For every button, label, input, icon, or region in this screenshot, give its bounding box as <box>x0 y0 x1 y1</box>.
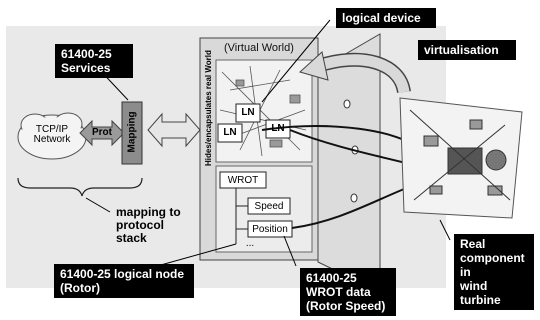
speed-box <box>247 197 291 215</box>
virtualisation-arrowhead <box>298 51 329 81</box>
ln-label-3: LN <box>271 123 285 134</box>
speed-label: Speed <box>254 201 284 212</box>
turbine-detail <box>409 109 511 201</box>
wrot-box <box>219 171 267 189</box>
wrot-tree-lines <box>235 188 248 244</box>
virtual-world-picture <box>215 59 313 163</box>
ln-box-1 <box>235 103 261 123</box>
ln-label-1: LN <box>241 107 255 118</box>
virtualisation-arrow-fill <box>316 54 410 94</box>
logical-node-label: 61400-25 logical node (Rotor) <box>54 264 194 298</box>
logical-device-label: logical device <box>336 8 436 28</box>
ln-label-2: LN <box>223 127 237 138</box>
services-label: 61400-25 Services <box>55 44 133 78</box>
ln-box-2 <box>217 123 243 143</box>
wall-hole-3 <box>350 193 358 203</box>
mapping-stack-label: mapping to protocol stack <box>116 205 181 245</box>
mapping-box <box>121 101 143 165</box>
prot-label: Prot <box>92 127 112 138</box>
virtual-world-label: (Virtual World) <box>224 42 294 54</box>
wrot-data-label: 61400-25 WROT data (Rotor Speed) <box>300 268 396 316</box>
position-label: Position <box>252 224 288 235</box>
wrot-label: WROT <box>227 175 259 186</box>
tcpip-network-label: TCP/IP Network <box>33 124 71 145</box>
ellipsis-label: ... <box>245 238 255 249</box>
hides-encapsulates-label: Hides/encapsulates real World <box>204 50 213 166</box>
wall-hole-1 <box>343 99 351 109</box>
stack-bracket <box>17 177 143 197</box>
real-component-label: Real component in wind turbine <box>454 234 534 310</box>
position-box <box>247 220 293 238</box>
mapping-label: Mapping <box>126 111 138 153</box>
virtualisation-wall <box>317 33 381 293</box>
virtualisation-label: virtualisation <box>418 40 516 60</box>
